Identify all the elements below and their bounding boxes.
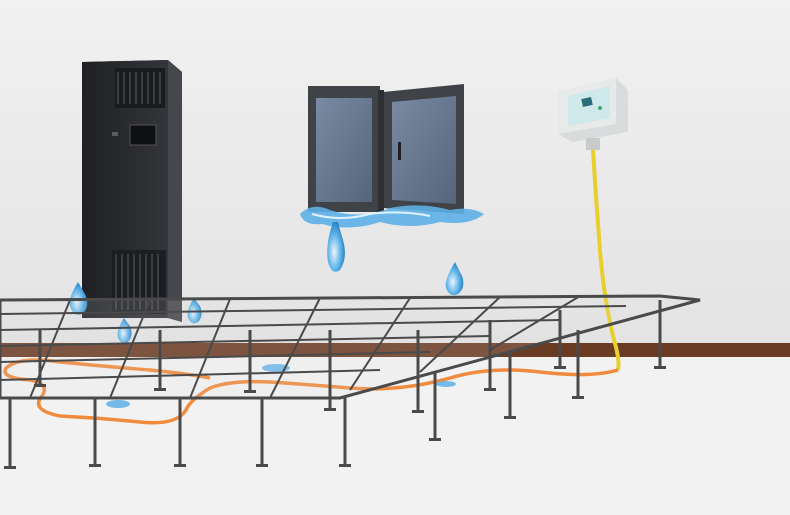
open-window [308,84,464,214]
control-display [129,124,157,146]
raised-access-floor [0,294,701,469]
leak-detection-controller [558,78,628,371]
window-water-splash [300,205,484,272]
top-vent-grille [115,68,165,108]
window-handle-icon [398,142,401,160]
controller-indicator-icon [581,97,593,107]
precision-air-conditioner [82,60,182,322]
baseboard [0,343,790,357]
